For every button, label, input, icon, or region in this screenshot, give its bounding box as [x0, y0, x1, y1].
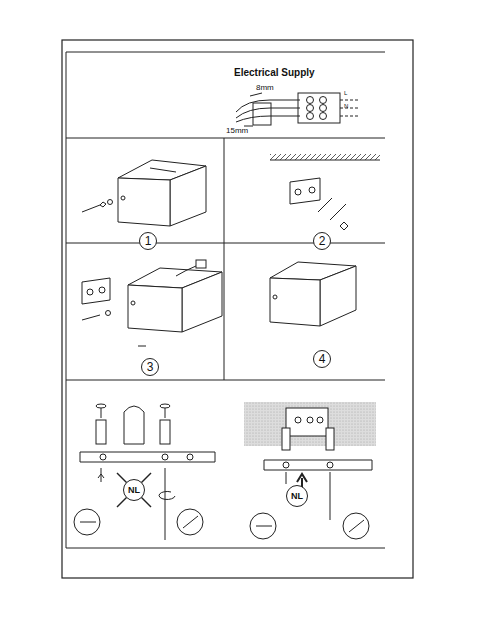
- crossed-nl-symbol: NL: [128, 486, 140, 495]
- callout-number: 2: [319, 235, 326, 247]
- callout-number: 4: [319, 353, 326, 365]
- dimension: 15mm: [226, 127, 248, 135]
- dimension: 8mm: [256, 84, 274, 92]
- callout-number: 1: [139, 232, 157, 250]
- nl-symbol: NL: [286, 485, 308, 507]
- callout-number: 3: [147, 361, 154, 373]
- heading: Electrical Supply: [234, 68, 315, 78]
- callout-number: 2: [313, 232, 331, 250]
- callout-number: 4: [313, 350, 331, 368]
- callout-number: 3: [141, 358, 159, 376]
- nl-symbol: NL: [291, 492, 303, 501]
- terminal-label: L: [344, 90, 347, 96]
- terminal-label: N: [344, 103, 348, 109]
- crossed-nl-symbol: NL: [123, 479, 145, 501]
- callout-number: 1: [145, 235, 152, 247]
